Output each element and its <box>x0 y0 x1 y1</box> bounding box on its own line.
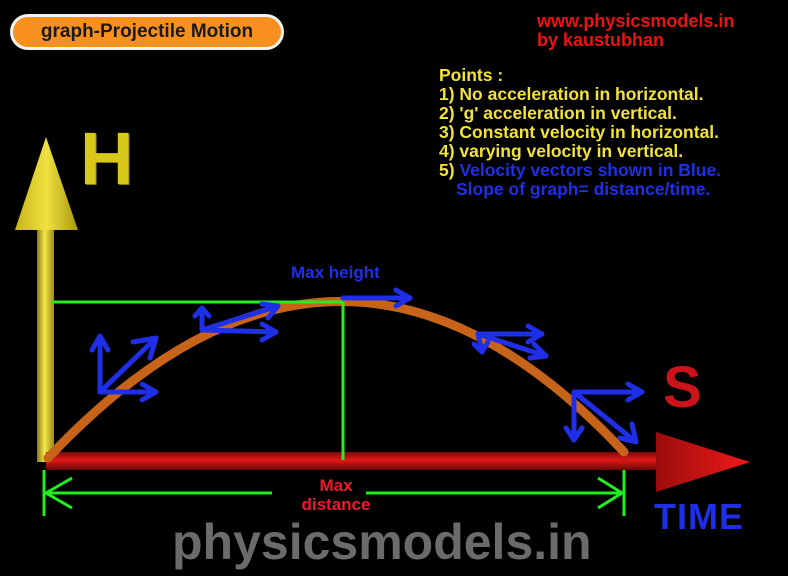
max-height-label: Max height <box>291 263 380 282</box>
horizontal-axis-arrow <box>46 432 750 492</box>
point-number: 5) <box>439 160 455 180</box>
max-distance-line2: distance <box>301 495 371 514</box>
trajectory-curve <box>43 297 629 463</box>
credit-block: www.physicsmodels.in by kaustubhan <box>537 12 734 50</box>
point-item-5: 5) Velocity vectors shown in Blue. <box>439 161 721 180</box>
watermark-text: physicsmodels.in <box>172 514 592 570</box>
time-axis-label: TIME <box>654 496 744 537</box>
website-text: www.physicsmodels.in <box>537 11 735 31</box>
point-item: 1) No acceleration in horizontal. <box>439 84 704 104</box>
height-axis-label: H <box>80 117 134 200</box>
max-distance-line1: Max <box>319 476 353 495</box>
points-list: Points : 1) No acceleration in horizonta… <box>439 66 721 199</box>
max-distance-label: Max distance <box>280 476 392 514</box>
vertical-axis-arrow <box>15 137 78 462</box>
author-text: by kaustubhan <box>537 30 665 50</box>
title-badge: graph-Projectile Motion <box>10 14 284 50</box>
velocity-vectors <box>89 287 645 445</box>
point-item-5-line2: Slope of graph= distance/time. <box>456 179 711 199</box>
point-item: 2) 'g' acceleration in vertical. <box>439 103 677 123</box>
point-item: 4) varying velocity in vertical. <box>439 141 684 161</box>
guide-lines <box>42 300 626 516</box>
points-heading: Points : <box>439 65 504 85</box>
distance-axis-label: S <box>663 355 702 420</box>
point-text-blue: Velocity vectors shown in Blue. <box>459 160 722 180</box>
page-title: graph-Projectile Motion <box>40 21 254 42</box>
point-item: 3) Constant velocity in horizontal. <box>439 122 720 142</box>
